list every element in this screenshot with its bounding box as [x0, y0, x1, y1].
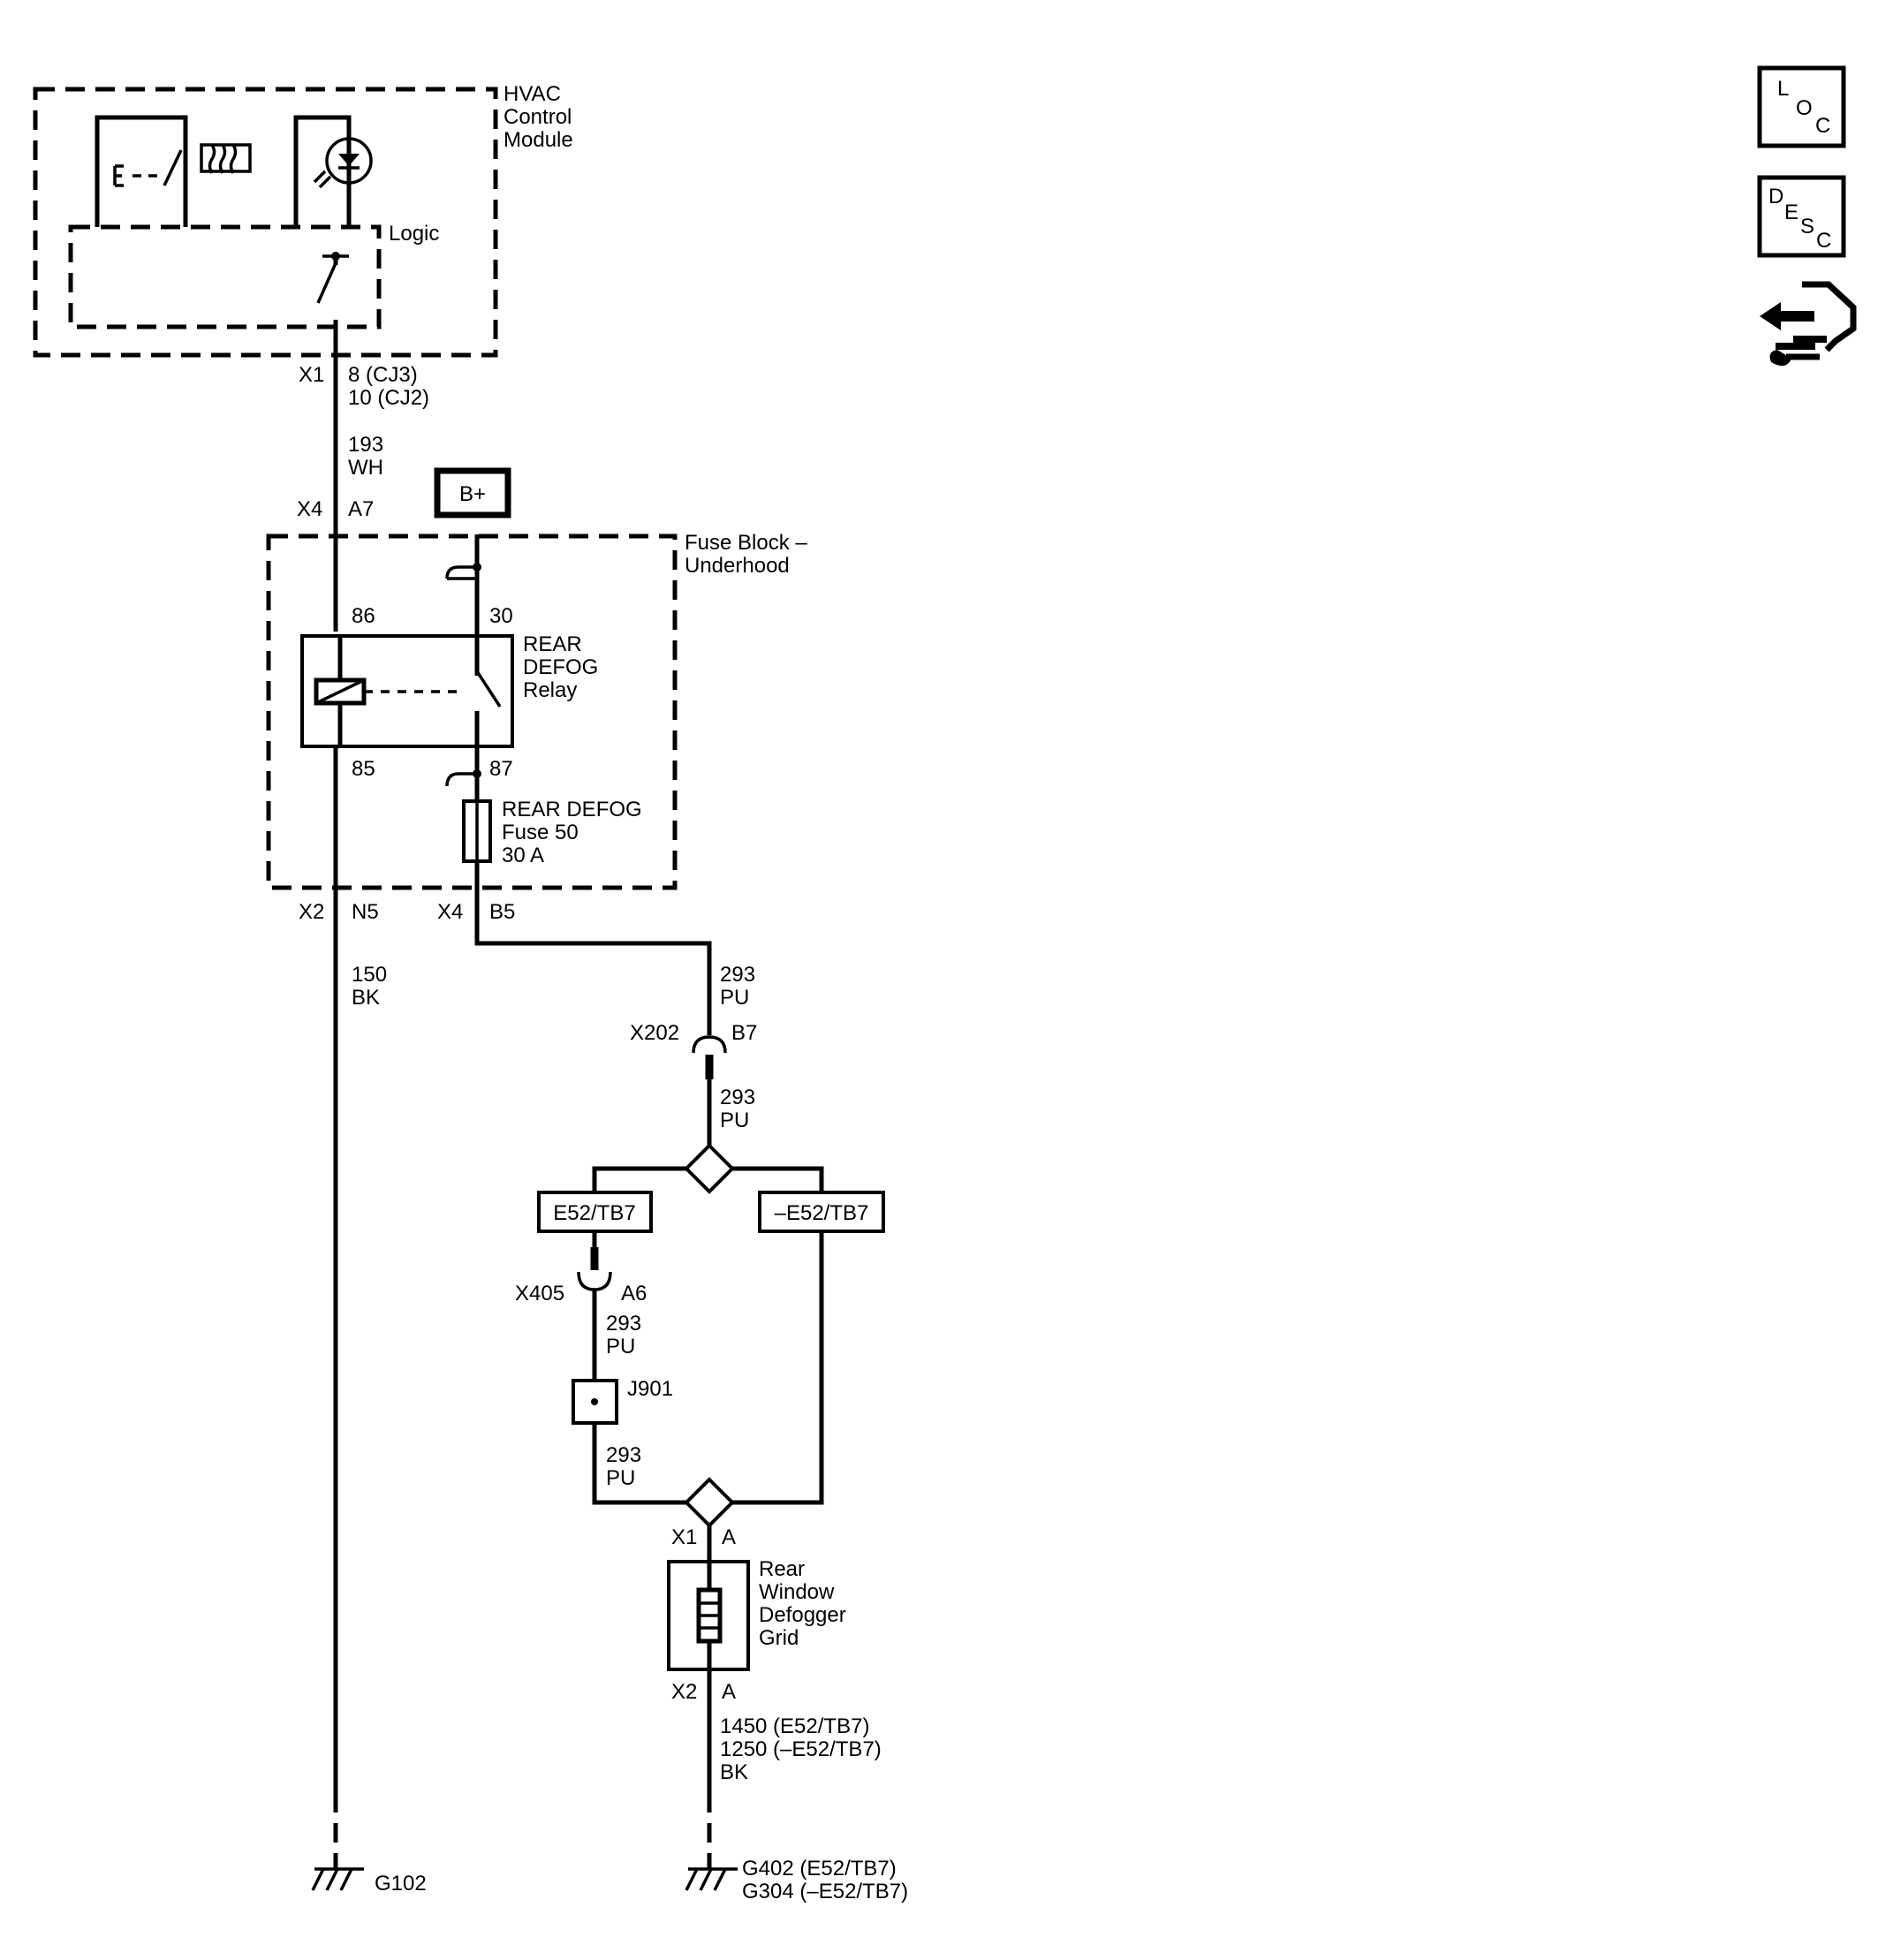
- wire-293-b-color: PU: [720, 1109, 749, 1132]
- relay-label-3: Relay: [523, 678, 577, 702]
- x405-connector: X405: [515, 1282, 564, 1305]
- wire-193-circuit: 193: [348, 433, 383, 457]
- wire-150-color: BK: [352, 986, 380, 1010]
- relay-label-2: DEFOG: [523, 655, 598, 679]
- wire-193-color: WH: [348, 456, 383, 480]
- grid-x2-pin: A: [722, 1680, 736, 1704]
- x4-b5-connector: X4: [437, 900, 463, 924]
- svg-text:L: L: [1777, 77, 1789, 101]
- hvac-control-module: HVAC Control Module Logic: [33, 82, 573, 358]
- wire-150-circuit: 150: [352, 963, 387, 987]
- relay-pin-87: 87: [489, 757, 513, 781]
- relay-label-1: REAR: [523, 632, 582, 656]
- wire-ground-circuit-2: 1250 (–E52/TB7): [720, 1737, 882, 1761]
- svg-text:S: S: [1800, 215, 1814, 238]
- x1-connector: X1: [299, 363, 324, 387]
- grid-label-4: Grid: [759, 1626, 799, 1650]
- svg-text:C: C: [1816, 229, 1831, 253]
- x4-b5-pin: B5: [489, 900, 515, 924]
- x4-a7-pin: A7: [348, 497, 374, 521]
- wire-293-c-color: PU: [606, 1335, 635, 1358]
- x2-n5-connector: X2: [299, 900, 324, 924]
- wire-293-d-circuit: 293: [606, 1443, 641, 1467]
- fuse-block-label-2: Underhood: [685, 554, 790, 578]
- hvac-module-label-1: HVAC: [504, 82, 561, 106]
- fuse-block-underhood: Fuse Block – Underhood 86 30 85 87 REAR …: [266, 531, 807, 890]
- option-e52-label: E52/TB7: [553, 1201, 635, 1225]
- description-view-icon[interactable]: D E S C: [1757, 175, 1846, 258]
- option-box-e52: E52/TB7: [537, 1191, 653, 1233]
- relay-pin-86: 86: [352, 604, 375, 628]
- option-split-diamond-top: [684, 1143, 735, 1194]
- battery-label: B+: [459, 482, 486, 506]
- x405-connector-symbol: [577, 1247, 612, 1291]
- ground-g402-label-1: G402 (E52/TB7): [742, 1857, 897, 1881]
- option-not-e52-label: –E52/TB7: [775, 1201, 869, 1225]
- relay-pin-30: 30: [489, 604, 513, 628]
- splice-label: J901: [627, 1377, 673, 1401]
- x202-connector-symbol: [692, 1035, 727, 1079]
- hvac-module-label-2: Control: [504, 105, 572, 129]
- grid-x1-connector: X1: [671, 1525, 697, 1549]
- diagnostic-wrench-icon[interactable]: [1760, 281, 1857, 367]
- grid-x2-connector: X2: [671, 1680, 697, 1704]
- ground-g402-symbol: [685, 1859, 738, 1891]
- wire-293-pu: [474, 861, 712, 1035]
- x2-n5-pin: N5: [352, 900, 379, 924]
- grid-x1-pin: A: [722, 1525, 736, 1549]
- wire-293-a-color: PU: [720, 986, 749, 1010]
- x1-pin-line-1: 8 (CJ3): [348, 363, 418, 387]
- wire-ground-circuit-1: 1450 (E52/TB7): [720, 1714, 869, 1738]
- x4-a7-connector: X4: [297, 497, 322, 521]
- wire-293-b-circuit: 293: [720, 1086, 755, 1109]
- grid-label-3: Defogger: [759, 1603, 846, 1627]
- svg-text:D: D: [1768, 185, 1783, 208]
- wire-293-d-color: PU: [606, 1466, 635, 1490]
- ground-g102-symbol: [311, 1859, 364, 1891]
- splice-j901: [572, 1379, 618, 1425]
- battery-positive-box: B+: [434, 467, 511, 518]
- rear-defog-fuse: [462, 799, 492, 863]
- svg-text:C: C: [1815, 114, 1830, 138]
- svg-text:E: E: [1784, 201, 1798, 224]
- logic-label: Logic: [389, 222, 439, 246]
- ground-g402-label-2: G304 (–E52/TB7): [742, 1880, 908, 1903]
- rear-window-defogger-grid: [667, 1560, 750, 1671]
- location-view-icon[interactable]: L O C: [1757, 65, 1846, 148]
- x202-pin: B7: [731, 1021, 757, 1045]
- fuse-label-1: REAR DEFOG: [502, 798, 642, 821]
- option-box-not-e52: –E52/TB7: [758, 1191, 885, 1233]
- fuse-block-label-1: Fuse Block –: [685, 531, 807, 555]
- x1-pin-line-2: 10 (CJ2): [348, 386, 429, 410]
- wire-293-a-circuit: 293: [720, 963, 755, 987]
- hvac-module-label-3: Module: [504, 128, 573, 152]
- wire-293-c-circuit: 293: [606, 1312, 641, 1336]
- fuse-rating: 30 A: [502, 844, 544, 867]
- ground-g102-label: G102: [375, 1872, 427, 1896]
- grid-label-1: Rear: [759, 1557, 805, 1581]
- rear-defrost-icon: [200, 143, 252, 174]
- wire-ground-color: BK: [720, 1760, 748, 1784]
- option-split-diamond-bottom: [684, 1477, 735, 1528]
- svg-text:O: O: [1796, 96, 1813, 120]
- indicator-led-symbol: [293, 115, 373, 227]
- x405-pin: A6: [621, 1282, 647, 1305]
- fuse-label-2: Fuse 50: [502, 821, 579, 844]
- grid-label-2: Window: [759, 1580, 835, 1604]
- relay-pin-85: 85: [352, 757, 375, 781]
- x202-connector: X202: [630, 1021, 679, 1045]
- rear-defrost-switch-symbol: [95, 115, 252, 227]
- logic-sub-module: Logic: [68, 222, 439, 329]
- rear-defog-relay: [300, 634, 514, 748]
